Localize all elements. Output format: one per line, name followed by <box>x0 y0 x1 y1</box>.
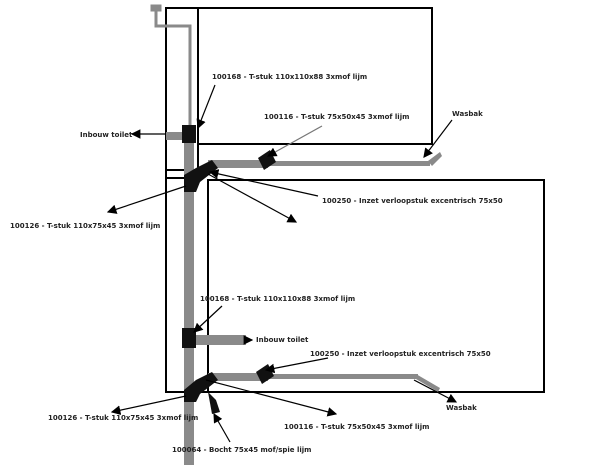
t-stuk-110x75-fitting-top <box>184 160 218 192</box>
label-inzet-top: 100250 - Inzet verloopstuk excentrisch 7… <box>322 197 503 205</box>
label-inzet-bottom: 100250 - Inzet verloopstuk excentrisch 7… <box>310 350 491 358</box>
t-stuk-110-fitting-top <box>182 125 196 143</box>
lower-floor-outline <box>165 178 545 393</box>
t-stuk-110x75-fitting-bottom <box>184 372 218 402</box>
t-stuk-110-fitting-bottom <box>182 328 196 348</box>
label-t-stuk-110x75-top: 100126 - T-stuk 110x75x45 3xmof lijm <box>10 222 160 230</box>
label-t-stuk-75-top: 100116 - T-stuk 75x50x45 3xmof lijm <box>264 113 409 121</box>
upper-branch-pipes <box>166 132 442 168</box>
label-bocht: 100064 - Bocht 75x45 mof/spie lijm <box>172 446 311 454</box>
label-t-stuk-110-top: 100168 - T-stuk 110x110x88 3xmof lijm <box>212 73 367 81</box>
main-stack <box>184 140 194 465</box>
lower-branch-pipes <box>194 335 440 392</box>
label-wasbak-bottom: Wasbak <box>446 404 477 412</box>
bocht-fitting <box>208 392 220 414</box>
label-t-stuk-110-bottom: 100168 - T-stuk 110x110x88 3xmof lijm <box>200 295 355 303</box>
label-t-stuk-75-bottom: 100116 - T-stuk 75x50x45 3xmof lijm <box>284 423 429 431</box>
fittings <box>182 125 276 414</box>
vent-pipe <box>150 4 192 145</box>
label-inbouw-toilet-top: Inbouw toilet <box>80 131 133 139</box>
leader-arrows <box>106 84 458 443</box>
upper-floor-outline <box>165 7 433 179</box>
label-inbouw-toilet-bottom: Inbouw toilet <box>256 336 309 344</box>
label-wasbak-top: Wasbak <box>452 110 483 118</box>
label-t-stuk-110x75-bottom: 100126 - T-stuk 110x75x45 3xmof lijm <box>48 414 198 422</box>
